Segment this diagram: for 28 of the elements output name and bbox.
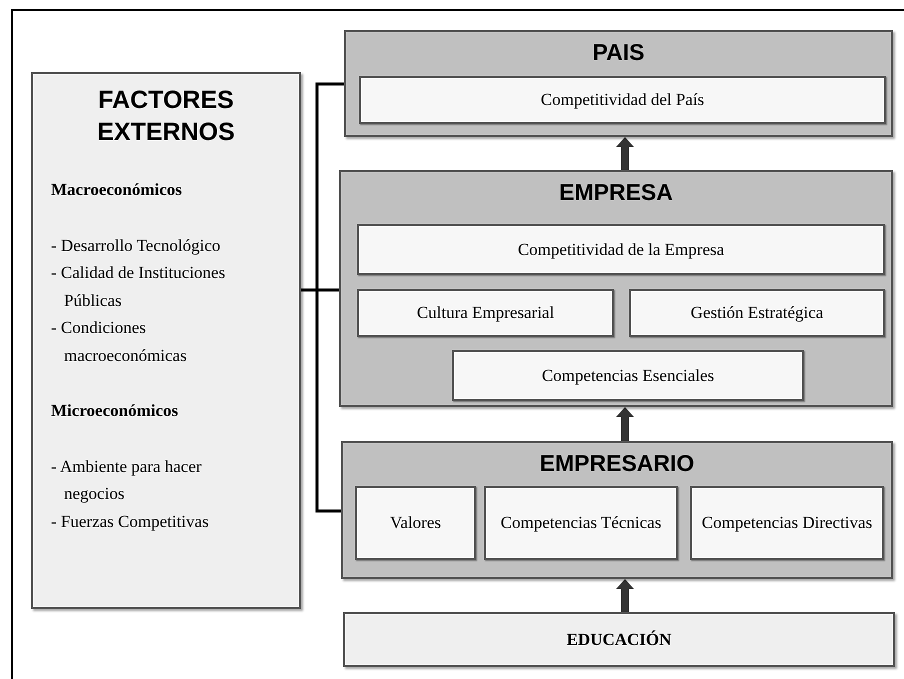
- list-item: - Condiciones macroeconómicas: [51, 317, 188, 366]
- list-item: - Desarrollo Tecnológico: [51, 234, 222, 257]
- level-box: [339, 170, 893, 407]
- connector-line: [301, 288, 341, 512]
- base-box: EDUCACIÓN: [343, 612, 895, 667]
- concept-box: Competencias Técnicas: [484, 486, 678, 560]
- list-item: - Fuerzas Competitivas: [51, 510, 210, 533]
- block-arrow: [616, 407, 634, 441]
- panel-subheading: Macroeconómicos: [51, 179, 183, 201]
- concept-box: Competitividad de la Empresa: [357, 224, 885, 275]
- level-heading: PAIS: [592, 38, 646, 66]
- list-item: - Calidad de Instituciones Públicas: [51, 262, 226, 312]
- concept-box: Gestión Estratégica: [629, 289, 885, 337]
- concept-box: Competitividad del País: [359, 76, 886, 124]
- concept-box: Valores: [355, 486, 476, 560]
- concept-box: Competencias Esenciales: [452, 350, 804, 401]
- panel-heading: FACTORES EXTERNOS: [96, 85, 236, 148]
- external-factors-panel: [31, 72, 301, 609]
- concept-box: Cultura Empresarial: [357, 289, 614, 337]
- block-arrow: [616, 137, 634, 170]
- concept-box: Competencias Directivas: [690, 486, 884, 560]
- panel-subheading: Microeconómicos: [51, 400, 180, 422]
- level-heading: EMPRESA: [558, 178, 674, 206]
- level-box: [341, 441, 893, 579]
- list-item: - Ambiente para hacer negocios: [51, 456, 203, 505]
- level-box: [344, 30, 893, 137]
- block-arrow: [616, 579, 634, 612]
- level-heading: EMPRESARIO: [538, 449, 696, 477]
